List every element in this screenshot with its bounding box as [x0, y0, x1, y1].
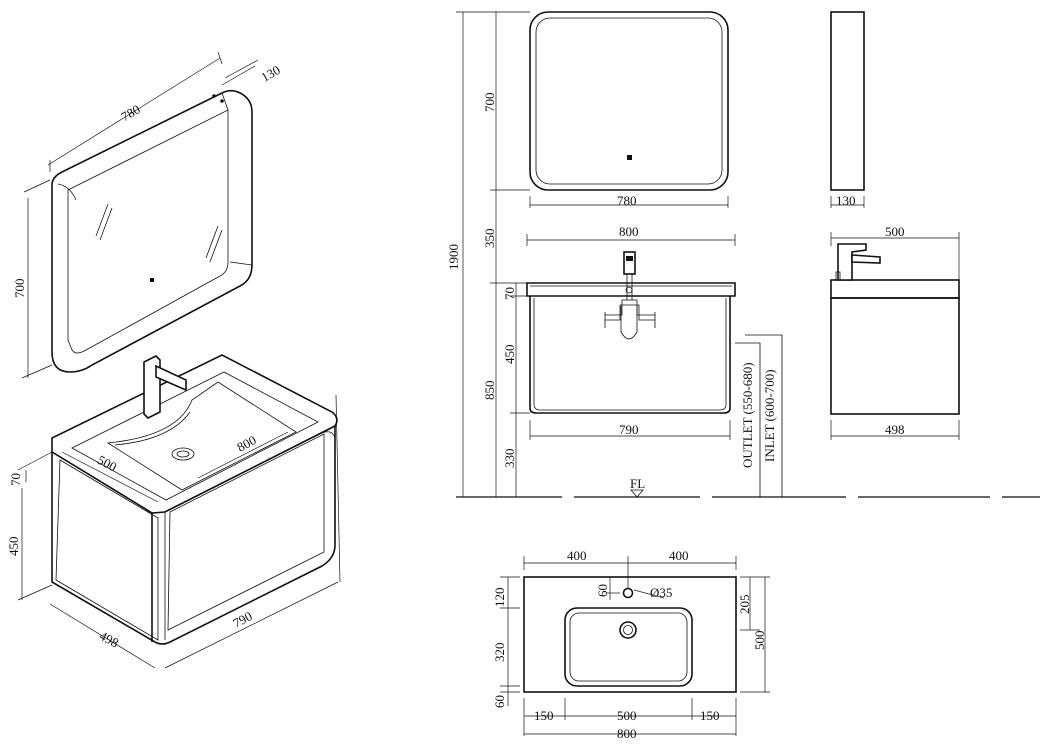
side-cabinet-depth-label: 498 [885, 422, 905, 437]
front-mirror [529, 11, 729, 191]
plan-countertop [523, 576, 737, 693]
floor-label: FL [630, 476, 645, 491]
front-countertop [526, 282, 736, 297]
iso-faucet [143, 355, 161, 419]
sensor-icon [150, 278, 154, 282]
front-cabinet [529, 296, 731, 414]
floor-line: FL [456, 476, 1040, 498]
side-cabinet [830, 297, 960, 415]
plan-tap-offset-label: 60 [595, 584, 610, 597]
iso-vanity [51, 354, 338, 645]
plan-half-right-label: 400 [669, 548, 689, 563]
iso-cabinet-width-label: 790 [230, 608, 254, 630]
plan-front-margin-label: 120 [492, 588, 507, 608]
front-sensor-icon [627, 155, 632, 160]
plan-tap-hole [622, 587, 634, 599]
plan-width-label: 800 [617, 726, 637, 741]
iso-mirror-height-label: 700 [12, 279, 27, 299]
iso-cabinet-height-label: 450 [6, 537, 21, 557]
plan-bowl-width-label: 500 [617, 708, 637, 723]
plan-edge-to-bowl-label: 205 [737, 595, 752, 615]
plan-back-margin-label: 60 [492, 695, 507, 708]
front-cabinet-height-label: 450 [502, 345, 517, 365]
plan-bowl [564, 607, 693, 687]
front-counter-height-label: 850 [482, 381, 497, 401]
front-dims: 1900 700 350 70 450 850 330 780 800 790 … [446, 11, 783, 497]
iso-vanity-dims: 500 800 70 450 498 790 [6, 394, 341, 669]
front-top-thickness-label: 70 [502, 287, 517, 300]
isometric-view: 780 130 700 [6, 51, 341, 669]
outlet-label: OUTLET (550-680) [740, 362, 755, 468]
floor-marker-icon [630, 489, 644, 498]
iso-mirror [51, 89, 253, 373]
plan-bowl-length-label: 320 [492, 643, 507, 663]
plan-drain [619, 621, 637, 639]
front-mirror-width-label: 780 [617, 193, 637, 208]
front-faucet [604, 251, 656, 340]
iso-drain [171, 447, 195, 461]
front-elevation: 1900 700 350 70 450 850 330 780 800 790 … [446, 11, 1040, 498]
front-gap-label: 350 [482, 229, 497, 249]
side-basin-depth-label: 500 [885, 224, 905, 239]
plan-depth-label: 500 [752, 631, 767, 651]
front-total-height-label: 1900 [446, 244, 461, 270]
plan-dims: 400 400 60 Ø35 120 320 60 205 500 150 50… [492, 548, 770, 741]
iso-mirror-width-label: 780 [118, 102, 142, 125]
front-mirror-height-label: 700 [482, 93, 497, 113]
plan-tap-hole-label: Ø35 [650, 585, 672, 600]
plan-half-left-label: 400 [567, 548, 587, 563]
plan-side-right-label: 150 [700, 708, 720, 723]
plan-side-left-label: 150 [534, 708, 554, 723]
front-cabinet-width-label: 790 [619, 422, 639, 437]
side-mirror [830, 11, 865, 191]
front-basin-width-label: 800 [619, 224, 639, 239]
iso-mirror-depth-label: 130 [258, 62, 282, 85]
side-faucet [835, 243, 881, 281]
iso-cabinet-depth-label: 498 [97, 628, 121, 650]
side-countertop [830, 279, 960, 299]
side-mirror-depth-label: 130 [836, 193, 856, 208]
iso-mirror-dims: 780 130 700 [12, 51, 283, 379]
plan-view: 400 400 60 Ø35 120 320 60 205 500 150 50… [492, 548, 770, 741]
iso-top-height-label: 70 [8, 473, 23, 486]
front-floor-clearance-label: 330 [502, 449, 517, 469]
inlet-label: INLET (600-700) [762, 369, 777, 462]
side-elevation: 130 500 498 [830, 11, 960, 440]
